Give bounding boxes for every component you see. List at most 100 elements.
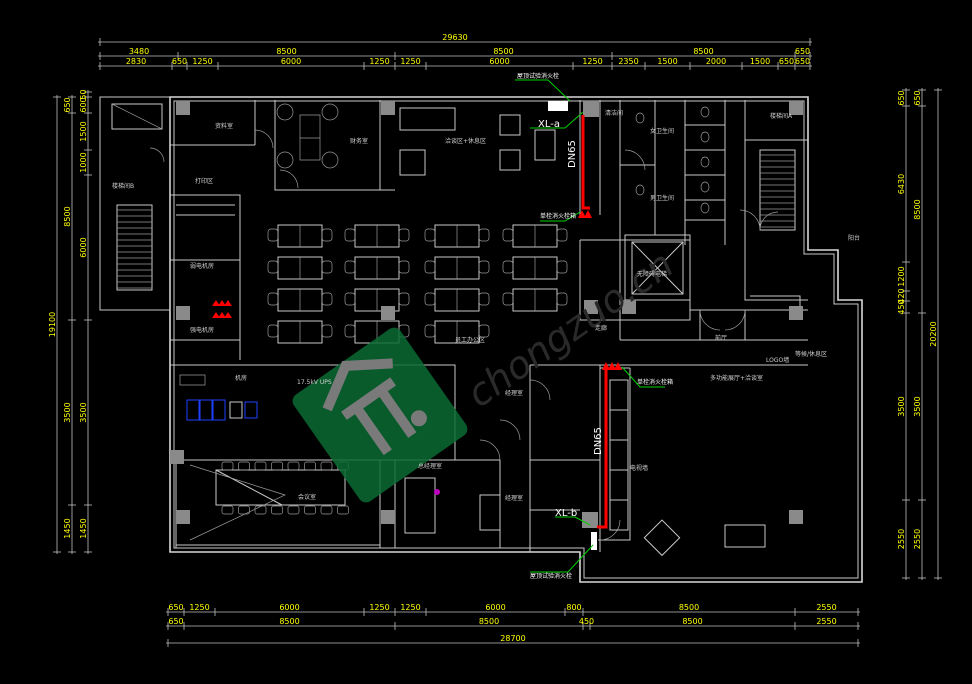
dim-bottom-row1-label: 6000 (485, 603, 505, 612)
dim-top-row2-label: 1500 (750, 57, 770, 66)
dim-top-row2-label: 650 (172, 57, 187, 66)
toilet-icon (700, 156, 710, 168)
chair (320, 505, 333, 515)
leader-top-label: 屋顶试验消火栓 (517, 72, 559, 80)
dim-left-row1-label: 3500 (63, 402, 72, 422)
chair (556, 260, 568, 274)
chair (478, 324, 490, 338)
dim-bottom-row1-label: 1250 (189, 603, 209, 612)
column (789, 510, 803, 524)
stair-treads-right (760, 154, 795, 228)
dim-right-row1-label: 2550 (897, 529, 906, 549)
column (381, 510, 395, 524)
dim-left-row2-label: 1000 (79, 152, 88, 172)
toilet-icon (635, 112, 645, 124)
chair (502, 292, 514, 306)
chair (267, 292, 279, 306)
chair (556, 228, 568, 242)
server-racks (186, 399, 258, 421)
dim-bottom-row1-label: 1250 (369, 603, 389, 612)
dim-top-row2-label: 6000 (489, 57, 509, 66)
ups-label: 17.5kV UPS (297, 379, 332, 386)
room-manager-1: 经理室 (505, 389, 523, 397)
toilet-icon (635, 184, 645, 196)
room-elevator: 无障碍电梯 (637, 270, 667, 278)
dim-bottom-row1-label: 6000 (279, 603, 299, 612)
chair (337, 505, 349, 515)
dim-bottom-row2-label: 8500 (682, 617, 702, 626)
chair (556, 292, 568, 306)
chair (276, 151, 294, 169)
dim-bottom-row1-label: 800 (566, 603, 581, 612)
dim-bottom-row1-label: 2550 (816, 603, 836, 612)
chair (267, 228, 279, 242)
dim-top-row2-label: 2000 (706, 57, 726, 66)
leader-bottom-label: 屋顶试验消火栓 (530, 572, 572, 580)
column (622, 300, 636, 314)
elec-room-hydrants (212, 300, 232, 318)
chair (254, 461, 267, 471)
room-tv-wall: 电视墙 (630, 464, 648, 472)
dim-right-total-label: 20200 (929, 321, 938, 346)
dim-left-total-label: 19100 (48, 312, 57, 337)
column (176, 510, 190, 524)
room-meeting: 会议室 (298, 493, 316, 501)
column (176, 101, 190, 115)
chair (271, 505, 283, 515)
room-stair-b: 楼梯间B (112, 182, 134, 190)
chair (424, 324, 436, 338)
chair (287, 461, 300, 471)
meeting-chairs (221, 461, 349, 515)
dim-left-row2-label: 1450 (79, 518, 88, 538)
chair (321, 103, 339, 121)
room-server: 机房 (235, 374, 247, 382)
dim-left-row2-label: 3500 (79, 402, 88, 422)
chair (238, 461, 250, 471)
chair (254, 505, 267, 515)
workstation-clusters (267, 103, 568, 344)
dim-right-row2-label: 2550 (913, 529, 922, 549)
structural-columns (170, 101, 803, 524)
dim-top-row2-label: 1250 (400, 57, 420, 66)
toilet-icon (700, 131, 710, 143)
room-weak-elec: 弱电机房 (190, 262, 214, 270)
chair (424, 292, 436, 306)
chair (344, 260, 356, 274)
chair (502, 228, 514, 242)
pipe-a-size: DN65 (567, 140, 578, 168)
dim-top-row2-label: 1250 (369, 57, 389, 66)
dim-left-row2-label: 50 (79, 89, 88, 99)
room-stair-a: 楼梯间A (770, 112, 793, 120)
fire-riser-b: XL-b DN65 单栓消火栓箱 屋顶试验消火栓 (530, 362, 673, 580)
riser-b-label: XL-b (555, 508, 577, 519)
dim-bottom-total-label: 28700 (500, 634, 525, 643)
dim-right-row2-label: 8500 (913, 199, 922, 219)
room-showroom: 多功能展厅+洽谈室 (710, 374, 763, 382)
dim-bottom-row1-label: 8500 (679, 603, 699, 612)
room-female-wc: 女卫生间 (650, 127, 674, 135)
dim-top-row1-label: 8500 (493, 47, 513, 56)
riser-a-label: XL-a (538, 119, 560, 130)
room-strong-elec: 强电机房 (190, 326, 214, 334)
dim-right-row2-label: 650 (913, 90, 922, 105)
fire-riser-a: XL-a DN65 屋顶试验消火栓 单栓消火栓箱 (515, 72, 599, 222)
dim-top-row1-label: 8500 (693, 47, 713, 56)
gm-phone-marker (434, 489, 440, 495)
room-print: 打印区 (195, 177, 213, 185)
chair (321, 324, 333, 338)
chair (424, 228, 436, 242)
room-logo-wall: LOGO墙 (766, 356, 789, 364)
dim-bottom-row2-label: 8500 (479, 617, 499, 626)
toilet-icon (700, 106, 710, 118)
column (170, 450, 184, 464)
hydrant-icon (578, 210, 592, 218)
dim-bottom-row1-label: 650 (168, 603, 183, 612)
watermark-text: chongzuo.cn (459, 242, 681, 416)
hydrant-icon (602, 362, 622, 370)
chair (344, 228, 356, 242)
dim-right-row1-label: 6430 (897, 174, 906, 194)
dim-bottom-row2-label: 650 (168, 617, 183, 626)
room-cleaning: 清洁间 (605, 109, 623, 117)
column (381, 306, 395, 320)
